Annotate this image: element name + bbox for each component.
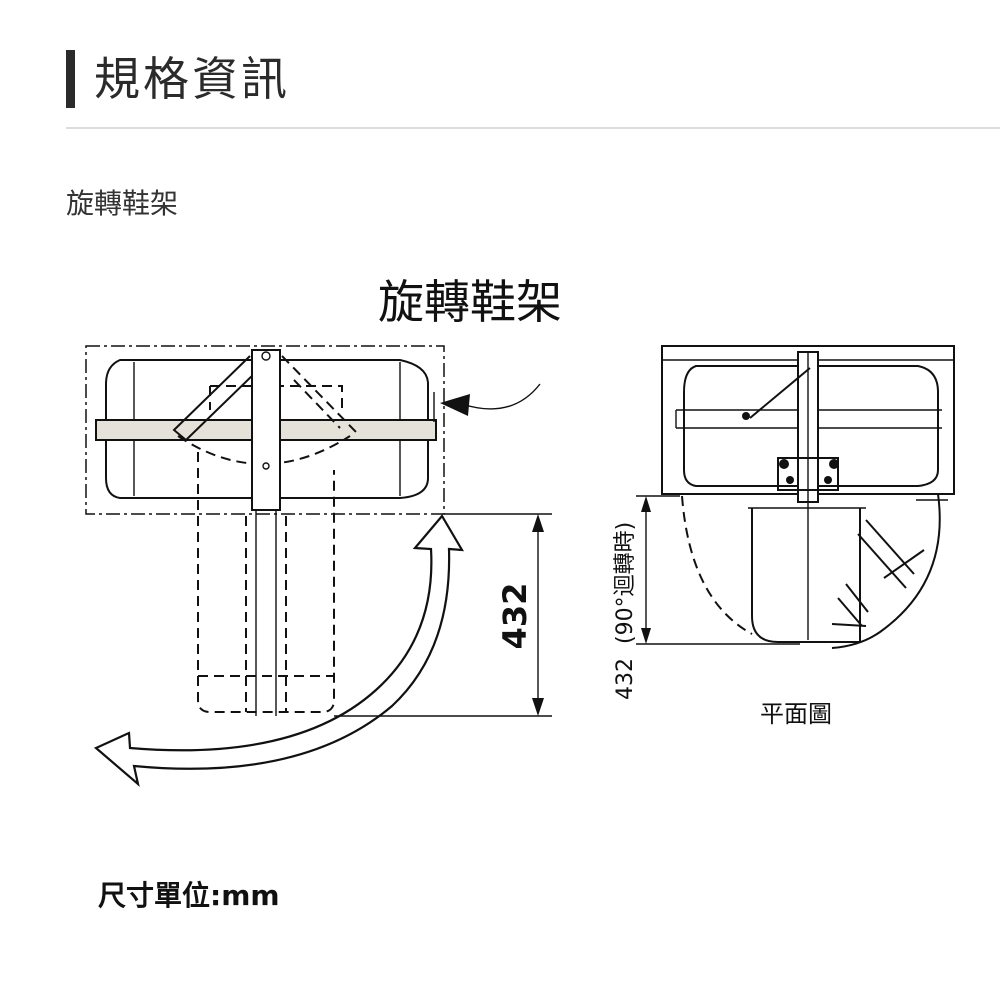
plan-view — [661, 345, 955, 649]
header-accent-bar — [66, 50, 75, 108]
section-header: 規格資訊 — [66, 50, 290, 108]
plan-cabinet-body — [683, 365, 939, 487]
plan-view-label: 平面圖 — [760, 700, 832, 728]
page-title: 規格資訊 — [94, 52, 290, 106]
header-divider — [66, 127, 1000, 129]
front-rotated-outline — [197, 452, 335, 713]
plan-dimension-label: 432 — [613, 658, 638, 700]
front-view — [85, 345, 541, 716]
unit-note: 尺寸單位:mm — [98, 879, 280, 912]
front-frame — [85, 345, 445, 515]
front-pole — [251, 349, 281, 511]
rotation-arrow-icon — [93, 514, 465, 787]
rotation-indicator-arrow-icon — [440, 394, 470, 416]
diagram-title: 旋轉鞋架 — [378, 275, 562, 329]
front-dimension-label: 432 — [496, 583, 534, 650]
plan-dimension: 432 (90°迴轉時) — [613, 495, 800, 700]
rotation-note: (90°迴轉時) — [613, 522, 638, 644]
product-name: 旋轉鞋架 — [66, 187, 179, 220]
front-dimension: 432 — [334, 513, 552, 717]
front-cabinet-body — [105, 359, 429, 499]
